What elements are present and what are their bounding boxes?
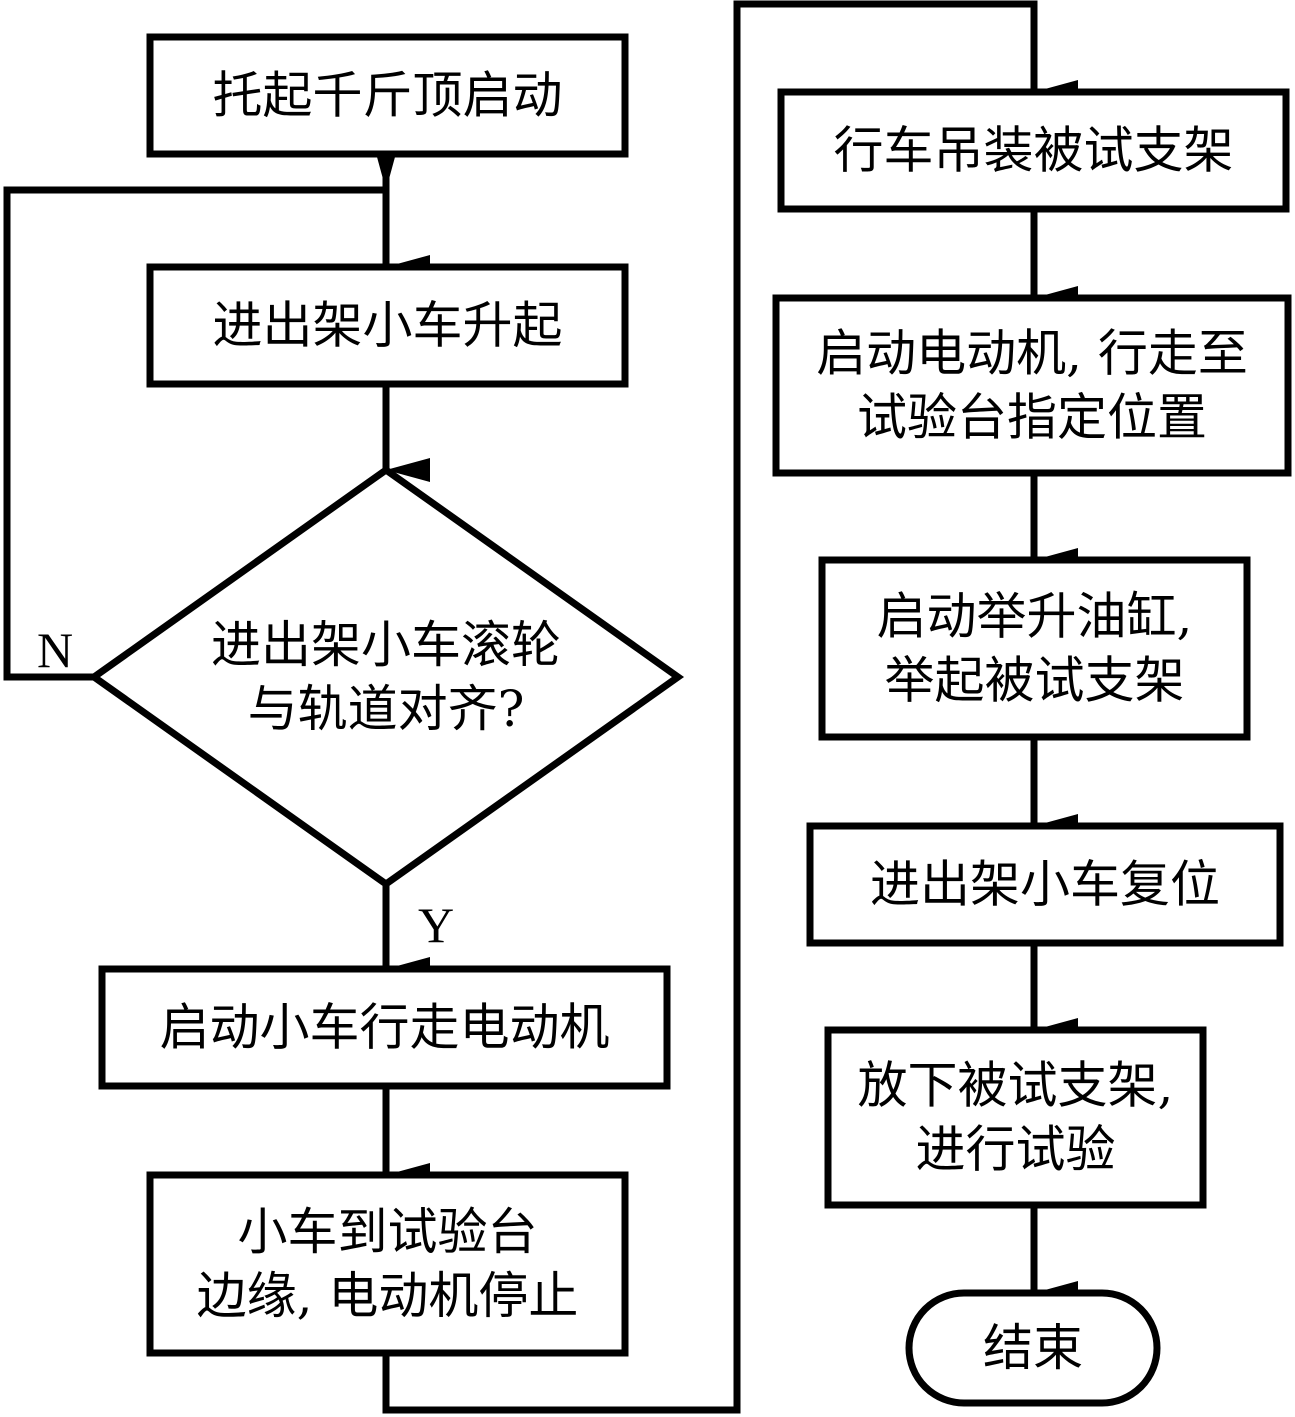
edge-labels-layer: NY (37, 622, 454, 953)
node-text-line: 启动举升油缸, (877, 588, 1193, 646)
flowchart-node-process: 行车吊装被试支架 (777, 88, 1290, 213)
node-text-line: 进出架小车滚轮 (211, 616, 561, 674)
edge-label-y: Y (418, 897, 454, 953)
node-text-line: 进行试验 (916, 1121, 1116, 1179)
process-box (818, 556, 1251, 741)
flowchart-node-process: 启动举升油缸, 举起被试支架 (818, 556, 1251, 741)
node-text-line: 结束 (983, 1319, 1083, 1377)
decision-diamond (87, 465, 685, 889)
process-box (806, 822, 1284, 947)
process-box (146, 1171, 629, 1357)
node-text-line: 启动小车行走电动机 (160, 999, 610, 1057)
node-text-line: 与轨道对齐? (248, 680, 525, 738)
edge-label-n: N (37, 622, 73, 678)
node-text-line: 放下被试支架, (858, 1057, 1174, 1115)
node-text-line: 试验台指定位置 (857, 389, 1207, 447)
flowchart-node-process: 托起千斤顶启动 (146, 33, 629, 158)
node-text-line: 小车到试验台 (238, 1203, 538, 1261)
process-box (146, 263, 629, 388)
flow-arrow-n5-to-n6 (382, 0, 1078, 1414)
edges-layer (3, 0, 1078, 1414)
node-text-line: 举起被试支架 (885, 652, 1185, 710)
flowchart-node-process: 进出架小车升起 (146, 263, 629, 388)
nodes-layer: 托起千斤顶启动进出架小车升起进出架小车滚轮与轨道对齐?启动小车行走电动机小车到试… (87, 33, 1292, 1407)
node-text-line: 托起千斤顶启动 (213, 67, 563, 125)
process-box (824, 1026, 1207, 1209)
node-text-line: 进出架小车升起 (213, 297, 563, 355)
process-box (777, 88, 1290, 213)
flowchart-node-process: 放下被试支架, 进行试验 (824, 1026, 1207, 1209)
flow-arrow-n3-to-n2 (3, 146, 398, 681)
flowchart-node-process: 启动小车行走电动机 (98, 965, 671, 1090)
process-box (146, 33, 629, 158)
node-text-line: 行车吊装被试支架 (834, 122, 1234, 180)
node-text-line: 边缘, 电动机停止 (197, 1267, 579, 1325)
process-box (772, 294, 1292, 477)
node-text-line: 启动电动机, 行走至 (816, 325, 1248, 383)
flowchart-node-process: 进出架小车复位 (806, 822, 1284, 947)
terminal-shape (905, 1289, 1161, 1407)
flowchart-node-terminal: 结束 (905, 1289, 1161, 1407)
process-box (98, 965, 671, 1090)
node-text-line: 进出架小车复位 (870, 856, 1220, 914)
